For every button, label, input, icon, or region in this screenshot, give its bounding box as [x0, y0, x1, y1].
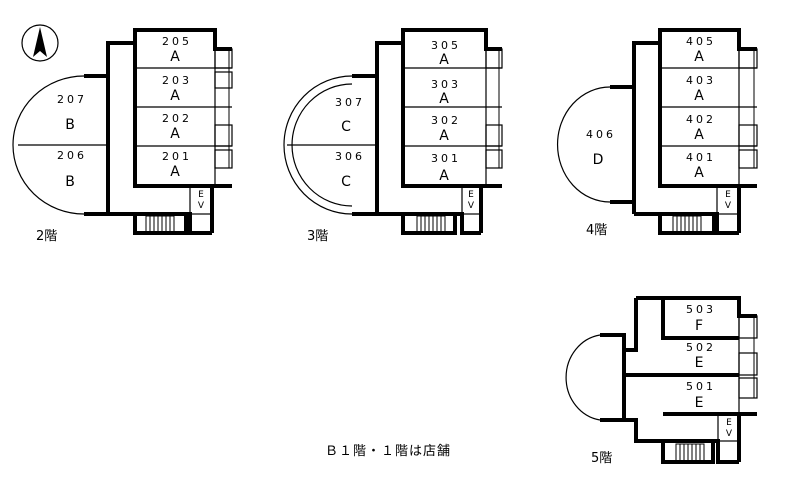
floor-label: 2階 — [36, 229, 57, 244]
round-unit-type: D — [593, 152, 604, 168]
elevator-label: V — [725, 201, 732, 211]
unit-type: A — [439, 91, 449, 107]
elevator-label: V — [198, 201, 205, 211]
elevator-label: E — [725, 190, 731, 200]
unit-type: A — [694, 165, 704, 181]
round-unit-type: B — [65, 174, 75, 190]
unit-number: 403 — [686, 74, 716, 87]
round-unit-number: 307 — [335, 96, 365, 109]
floor-label: 5階 — [591, 451, 612, 466]
unit-number: 402 — [686, 113, 716, 126]
elevator-label: E — [198, 190, 204, 200]
unit-number: 302 — [431, 114, 461, 127]
unit-type: A — [170, 126, 180, 142]
unit-number: 502 — [686, 341, 716, 354]
elevator-label: E — [468, 190, 474, 200]
unit-type: E — [695, 355, 704, 371]
unit-number: 201 — [162, 150, 192, 163]
unit-type: A — [170, 88, 180, 104]
round-unit-number: 306 — [335, 150, 365, 163]
elevator-label: V — [726, 429, 733, 439]
round-unit-number: 406 — [586, 128, 616, 141]
unit-type: A — [439, 52, 449, 68]
floor-label: 3階 — [307, 229, 328, 244]
floor-plan-5f — [565, 296, 758, 464]
unit-number: 401 — [686, 151, 716, 164]
unit-type: A — [439, 128, 449, 144]
floor-plan-4f — [557, 28, 758, 235]
round-unit-number: 206 — [57, 149, 87, 162]
elevator-label: V — [468, 201, 475, 211]
unit-type: A — [439, 168, 449, 184]
elevator-label: E — [726, 418, 732, 428]
note-text: Ｂ１階・１階は店舗 — [325, 444, 451, 459]
floor-plan-3f — [283, 28, 503, 235]
unit-type: A — [694, 127, 704, 143]
unit-number: 503 — [686, 303, 716, 316]
floor-plan-2f — [12, 28, 233, 235]
north-arrow-icon — [21, 24, 59, 62]
unit-number: 405 — [686, 35, 716, 48]
round-unit-type: C — [341, 119, 351, 135]
unit-number: 305 — [431, 39, 461, 52]
unit-number: 203 — [162, 74, 192, 87]
unit-type: A — [694, 88, 704, 104]
unit-type: F — [695, 318, 703, 334]
round-unit-type: B — [65, 117, 75, 133]
unit-type: A — [170, 164, 180, 180]
round-unit-type: C — [341, 174, 351, 190]
unit-number: 303 — [431, 78, 461, 91]
unit-number: 501 — [686, 380, 716, 393]
round-unit-number: 207 — [57, 93, 87, 106]
floor-label: 4階 — [586, 223, 607, 238]
unit-number: 205 — [162, 35, 192, 48]
unit-type: A — [694, 49, 704, 65]
unit-type: A — [170, 49, 180, 65]
unit-number: 202 — [162, 112, 192, 125]
unit-number: 301 — [431, 152, 461, 165]
unit-type: E — [695, 395, 704, 411]
